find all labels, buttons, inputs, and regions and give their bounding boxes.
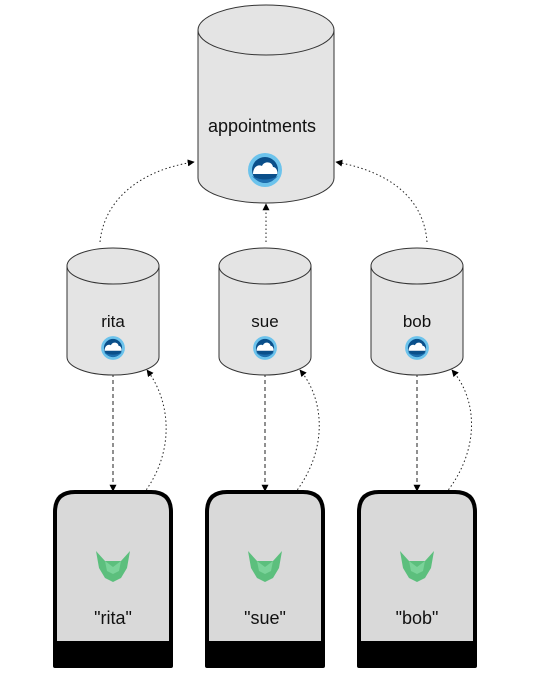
couchdb-cloud-icon [248,153,282,187]
user-database-bob: bob [370,247,464,376]
arrow-rita-device-to-db [143,369,167,494]
user-database-sue: sue [218,247,312,376]
couchdb-cloud-icon [405,336,429,360]
central-database-label: appointments [208,116,316,136]
user-database-label: sue [251,312,278,331]
user-database-label: rita [101,312,125,331]
central-database: appointments [197,4,335,204]
arrow-bob-device-to-db [445,369,472,494]
device-label: "rita" [94,608,132,628]
arrow-rita-to-appointments [99,159,195,243]
device-rita: "rita" [53,490,173,668]
arrows [99,159,472,494]
user-database-label: bob [403,312,431,331]
device-label: "bob" [396,608,439,628]
arrow-sue-device-to-db [294,369,320,494]
device-label: "sue" [244,608,286,628]
device-sue: "sue" [205,490,325,668]
couchdb-cloud-icon [253,336,277,360]
arrow-bob-to-appointments [335,159,428,243]
user-database-rita: rita [66,247,160,376]
device-bob: "bob" [357,490,477,668]
couchdb-cloud-icon [101,336,125,360]
